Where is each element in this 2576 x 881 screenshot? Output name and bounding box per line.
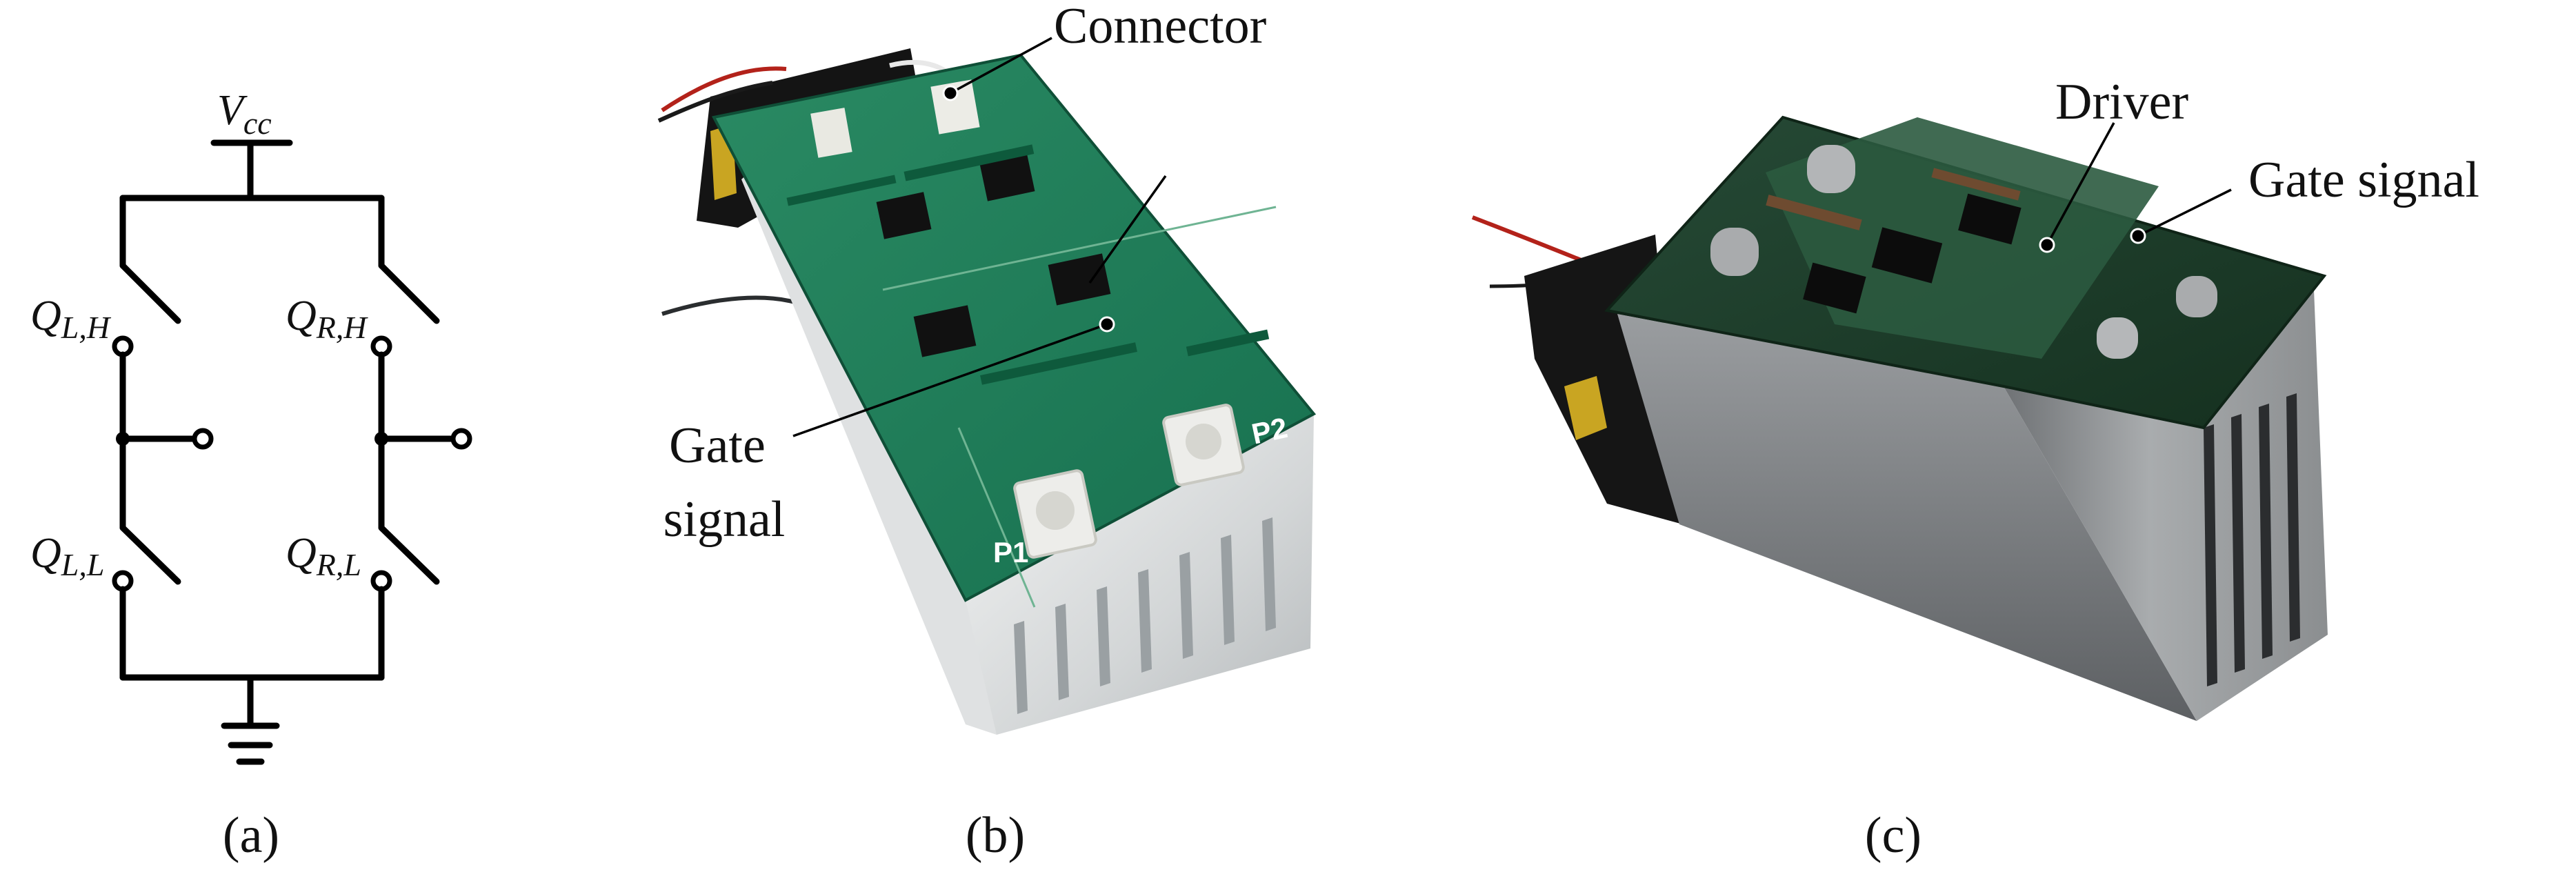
driver-board: [1766, 117, 2159, 359]
panel-c-photo: Driver Gate signal (c): [1471, 74, 2479, 864]
terminal-icon: [192, 428, 214, 450]
pcb-silkscreen-p1: P1: [993, 536, 1028, 568]
callout-gate-line1: Gate: [669, 417, 766, 474]
pcb-silkscreen-p2: P2: [1249, 411, 1290, 451]
dark-cable: [661, 295, 801, 316]
vcc-label: Vcc: [217, 87, 272, 141]
caption-b: (b): [966, 807, 1025, 864]
fan-yellow-label: [1564, 376, 1607, 440]
heatsink-left-face: [1617, 314, 2197, 721]
red-wire: [661, 66, 787, 112]
pcb-board-b: [711, 53, 1317, 602]
switch-label-q-l-l: QL,L: [30, 530, 104, 582]
switch-icon: [119, 262, 181, 324]
switch-label-q-r-l: QR,L: [286, 530, 361, 582]
red-wire: [1471, 215, 1588, 264]
heatsink-fins: [2204, 393, 2300, 686]
pcb-components: [1710, 145, 2217, 359]
caption-c: (c): [1865, 807, 1921, 864]
caption-a: (a): [223, 807, 279, 864]
switch-icon: [119, 524, 181, 585]
gate-signal-marker-c: [2130, 228, 2146, 244]
callout-driver: Driver: [2055, 74, 2188, 130]
connector-marker: [942, 85, 959, 101]
connector-leader-line: [950, 37, 1052, 95]
power-terminal-posts: [1013, 404, 1245, 559]
switch-label-q-l-h: QL,H: [30, 293, 112, 345]
terminal-icon: [450, 428, 472, 450]
driver-marker: [2039, 237, 2055, 253]
driver-leader-line: [2046, 122, 2115, 246]
gate-signal-leader-line-b: [792, 323, 1108, 437]
heatsink-fins: [1014, 517, 1276, 714]
upper-leader-line: [1088, 175, 1167, 284]
switch-icon: [378, 262, 440, 324]
gate-signal-leader-line-c: [2137, 188, 2232, 237]
callout-signal-line2: signal: [663, 491, 786, 548]
panel-a-schematic: Vcc: [30, 87, 472, 864]
callout-connector: Connector: [1054, 0, 1266, 55]
panel-b-photo: P1 P2 Connector Gate signal (b): [657, 0, 1317, 864]
callout-gate-signal-c: Gate signal: [2248, 152, 2479, 208]
black-wire: [657, 81, 773, 123]
switch-icon: [378, 524, 440, 585]
ground-icon: [221, 674, 280, 765]
switch-label-q-r-h: QR,H: [286, 293, 368, 345]
gate-signal-marker-b: [1099, 316, 1115, 333]
pcb-components: [786, 79, 1277, 608]
